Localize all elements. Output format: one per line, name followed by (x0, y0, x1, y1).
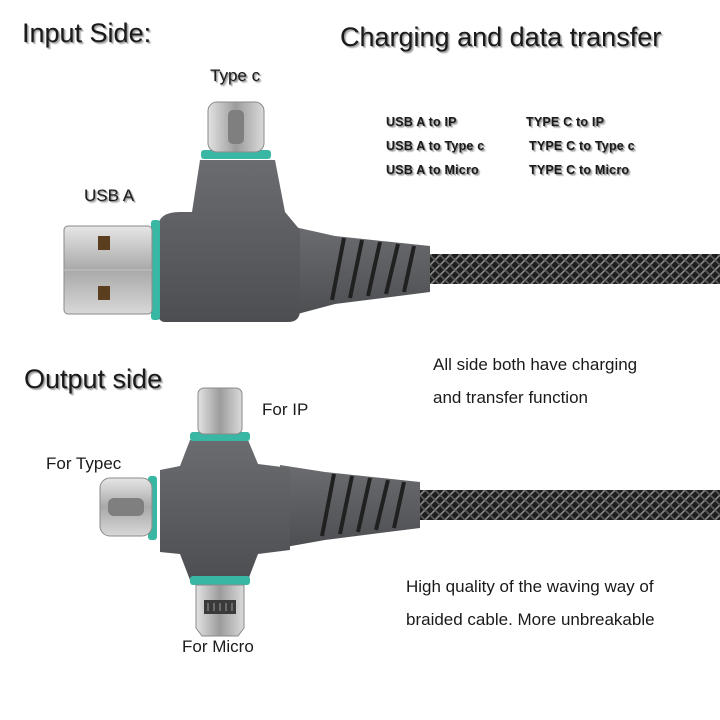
for-micro-label: For Micro (182, 637, 254, 656)
quality-note-line2: braided cable. More unbreakable (406, 610, 655, 629)
for-typec-label: For Typec (46, 454, 122, 473)
mode-usba-ip: USB A to IP (386, 115, 457, 129)
both-sides-note-line1: All side both have charging (433, 355, 638, 374)
quality-note-line1: High quality of the waving way of (406, 577, 654, 596)
output-connector-body (160, 440, 290, 580)
lightning-plug-icon (197, 387, 243, 435)
mode-typec-ip: TYPE C to IP (526, 115, 605, 129)
main-title: Charging and data transfer (340, 22, 662, 52)
output-braided-cable (410, 490, 720, 520)
mode-typec-typec: TYPE C to Type c (529, 139, 635, 153)
micro-usb-plug-icon (195, 584, 245, 637)
output-side-heading: Output side (24, 364, 163, 394)
input-braided-cable (420, 254, 720, 284)
both-sides-note-line2: and transfer function (433, 388, 588, 407)
input-side-heading: Input Side: (22, 18, 152, 48)
mode-usba-typec: USB A to Type c (386, 139, 485, 153)
input-usb-a-ring (151, 220, 160, 320)
type-c-plug-icon (99, 477, 153, 537)
usb-a-label: USB A (84, 186, 135, 205)
for-ip-label: For IP (262, 400, 309, 419)
mode-usba-micro: USB A to Micro (386, 163, 479, 177)
type-c-plug-icon (207, 101, 265, 153)
usb-a-plug-icon (63, 225, 153, 315)
output-micro-ring (190, 576, 250, 585)
input-connector (63, 101, 720, 322)
mode-typec-micro: TYPE C to Micro (529, 163, 630, 177)
type-c-label: Type c (210, 66, 261, 85)
output-connector (99, 387, 720, 637)
input-connector-body (158, 160, 300, 322)
